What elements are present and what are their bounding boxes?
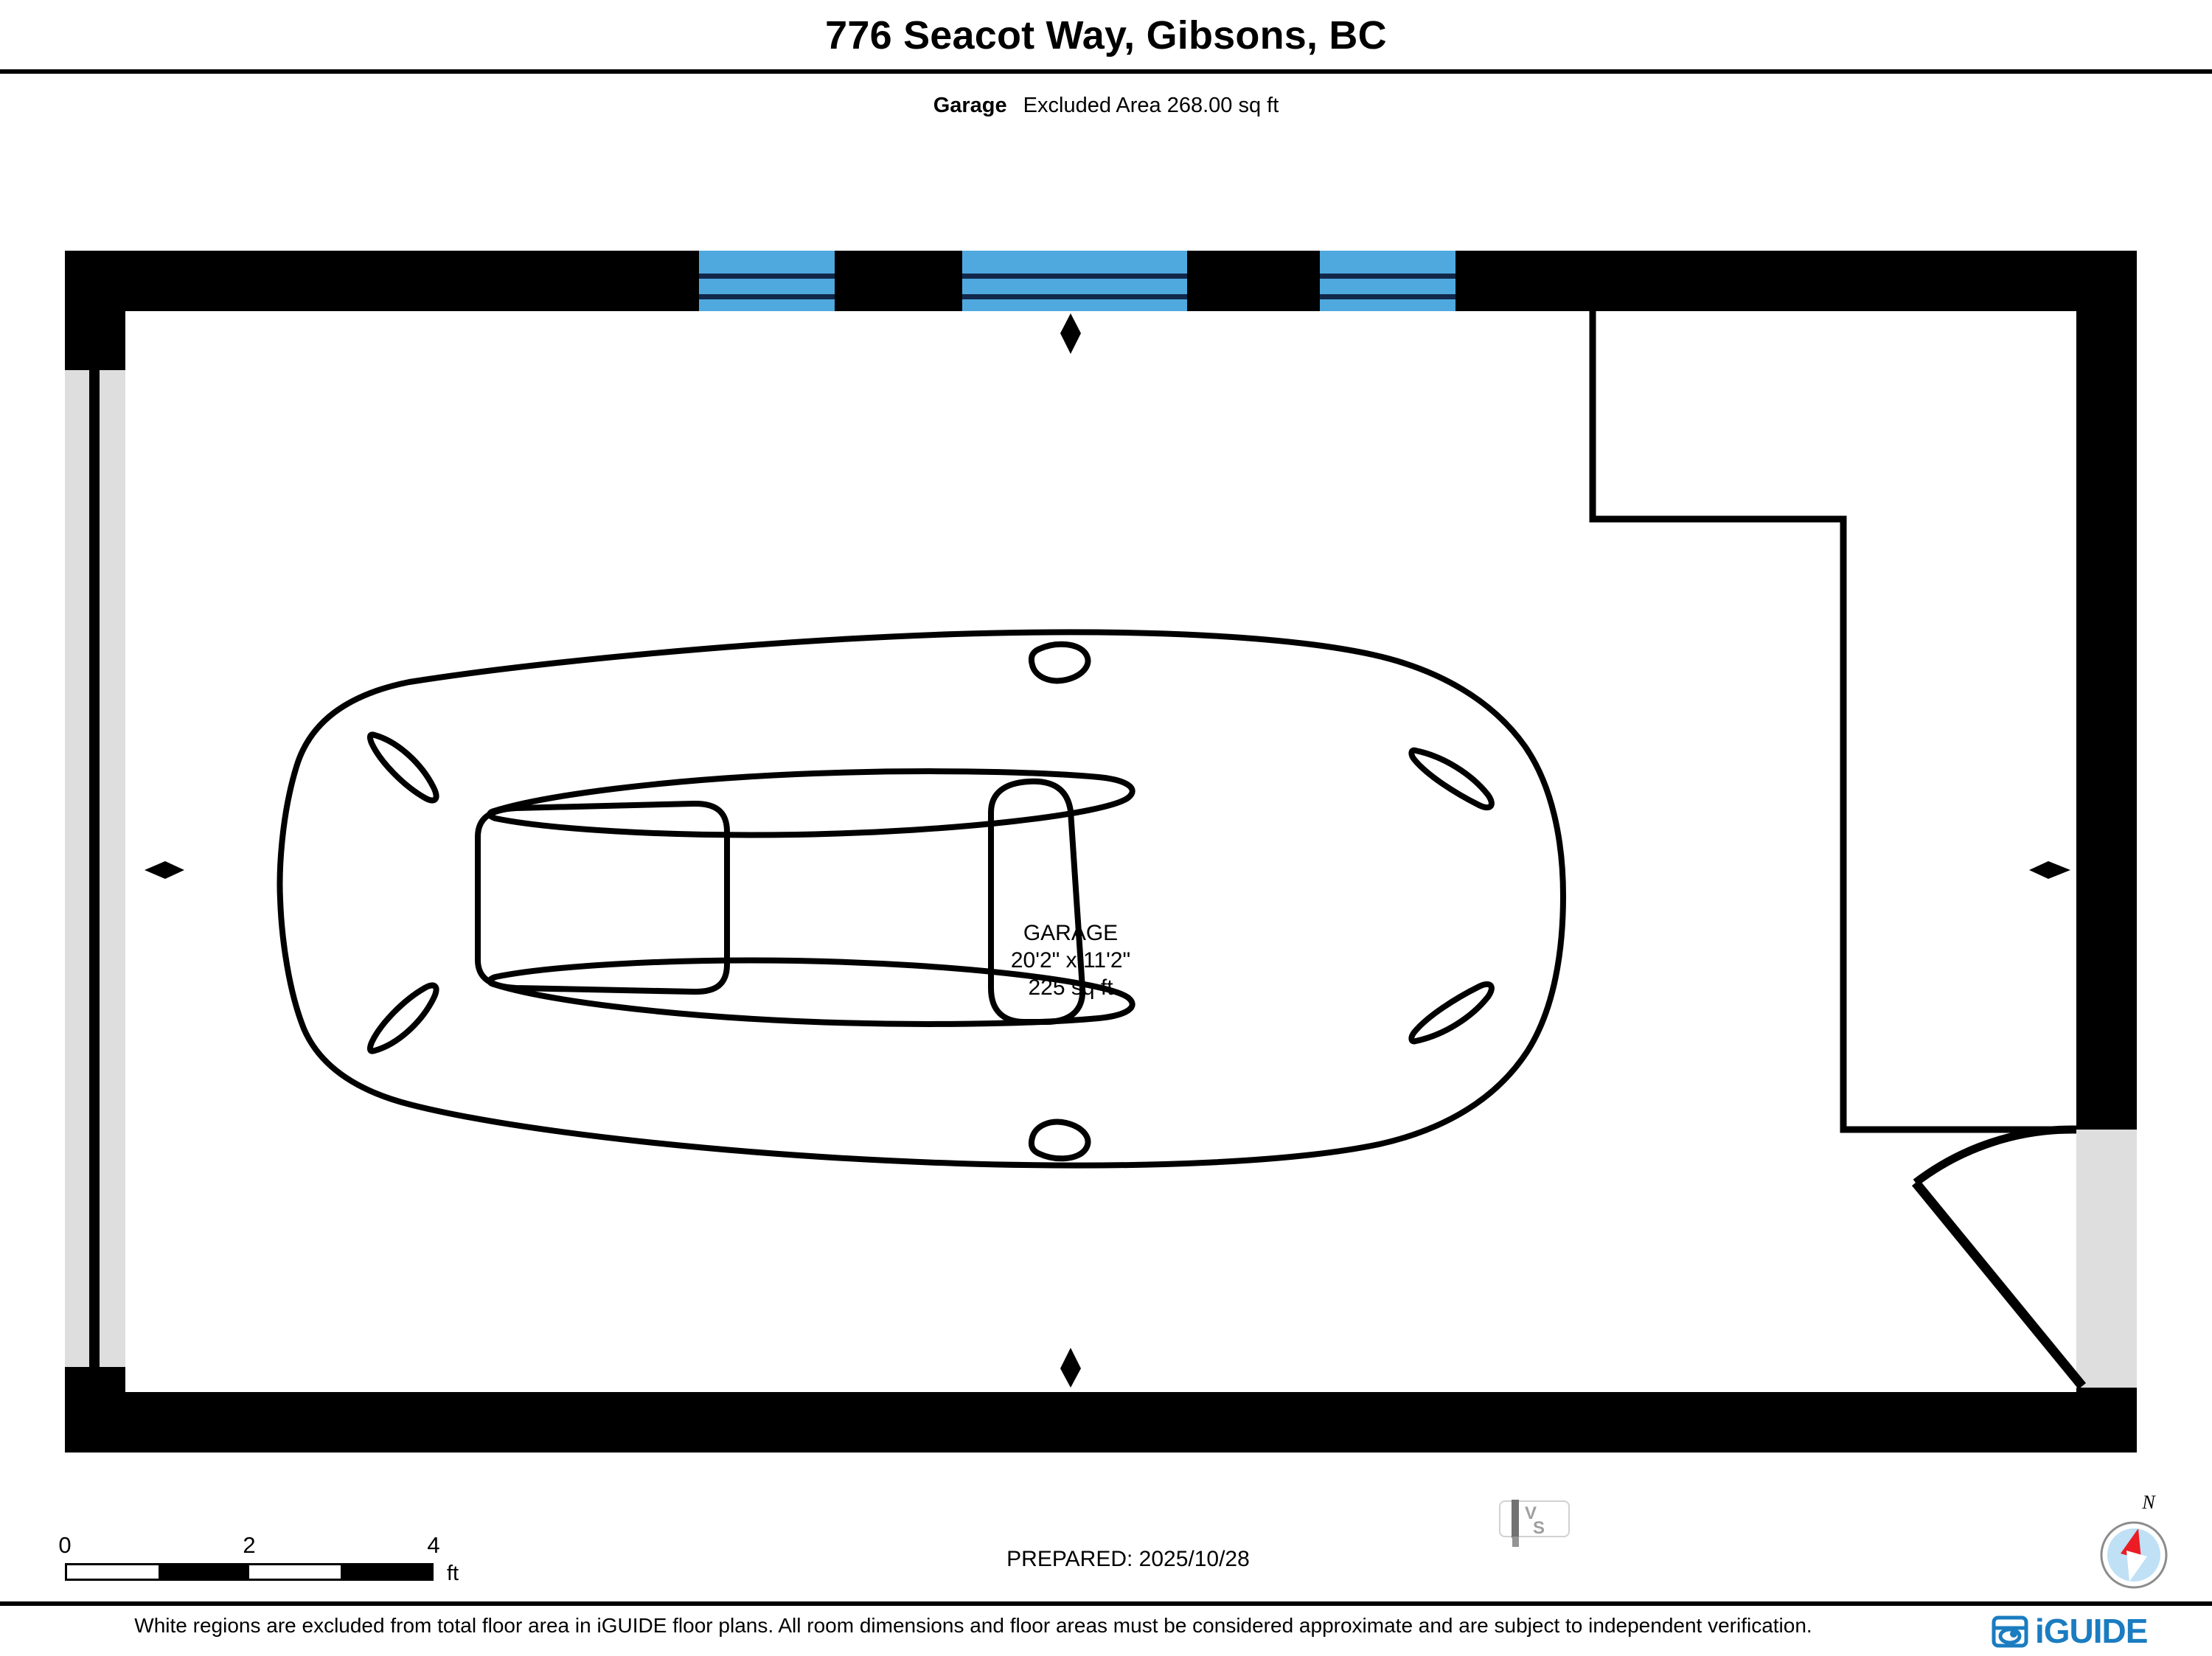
room-label-area: 225 sq ft xyxy=(1028,975,1113,1000)
svg-text:V: V xyxy=(1525,1503,1537,1523)
prepared-date: PREPARED: 2025/10/28 xyxy=(1006,1547,1250,1571)
room-label-dimensions: 20'2" x 11'2" xyxy=(1011,948,1130,973)
direction-marker-north[interactable] xyxy=(1060,313,1081,354)
footer-divider xyxy=(0,1601,2212,1606)
garage-door-left[interactable] xyxy=(65,370,125,1367)
scale-segment-4 xyxy=(340,1565,431,1579)
scale-bar xyxy=(65,1563,434,1581)
iguide-camera-icon xyxy=(1992,1615,2028,1648)
floor-plan-canvas[interactable]: GARAGE 20'2" x 11'2" 225 sq ft xyxy=(0,133,2212,1489)
level-label: Garage xyxy=(933,93,1007,117)
scale-segment-3 xyxy=(249,1565,341,1579)
compass-north-label: N xyxy=(2141,1492,2156,1513)
interior-step-outline xyxy=(1589,280,2076,1133)
footer-toolbar: 0 2 4 ft PREPARED: 2025/10/28 xyxy=(0,1489,2212,1607)
window-top-3[interactable] xyxy=(1320,251,1455,311)
compass-needle-north xyxy=(2121,1528,2141,1559)
scale-unit-label: ft xyxy=(447,1562,459,1585)
plan-subheader: Garage Excluded Area 268.00 sq ft xyxy=(0,88,2212,122)
room-interior-fill xyxy=(65,251,2137,1453)
plan-header: 776 Seacot Way, Gibsons, BC xyxy=(0,0,2212,70)
scale-tick-0: 0 xyxy=(58,1532,72,1558)
compass-rose: N xyxy=(2088,1492,2191,1603)
swing-door-right[interactable] xyxy=(1911,1125,2137,1390)
room-label-name: GARAGE xyxy=(1023,921,1118,945)
car-illustration xyxy=(276,629,1566,1169)
wall-bottom xyxy=(65,1392,2137,1453)
ivs-watermark: V S xyxy=(1497,1497,1585,1578)
page-title: 776 Seacot Way, Gibsons, BC xyxy=(825,13,1387,58)
disclaimer-text: White regions are excluded from total fl… xyxy=(134,1614,1812,1637)
room-label: GARAGE 20'2" x 11'2" 225 sq ft xyxy=(1011,921,1130,1000)
window-top-2[interactable] xyxy=(962,251,1187,311)
scale-bar-group: 0 2 4 ft xyxy=(58,1532,463,1591)
scale-tick-2: 2 xyxy=(243,1532,256,1558)
compass-needle-south xyxy=(2126,1551,2147,1582)
excluded-area-label: Excluded Area 268.00 sq ft xyxy=(1023,93,1279,117)
scale-segment-1 xyxy=(67,1565,159,1579)
scale-tick-4: 4 xyxy=(427,1532,440,1558)
scale-segment-2 xyxy=(158,1565,249,1579)
direction-marker-east[interactable] xyxy=(2029,861,2070,879)
iguide-logo[interactable]: iGUIDE xyxy=(1991,1610,2205,1652)
header-divider xyxy=(0,69,2212,74)
direction-marker-south[interactable] xyxy=(1060,1348,1081,1388)
svg-text:S: S xyxy=(1533,1518,1545,1538)
iguide-wordmark: iGUIDE xyxy=(2035,1612,2148,1650)
direction-marker-west[interactable] xyxy=(145,861,184,879)
window-top-1[interactable] xyxy=(699,251,835,311)
scale-tick-labels: 0 2 4 xyxy=(58,1532,439,1560)
